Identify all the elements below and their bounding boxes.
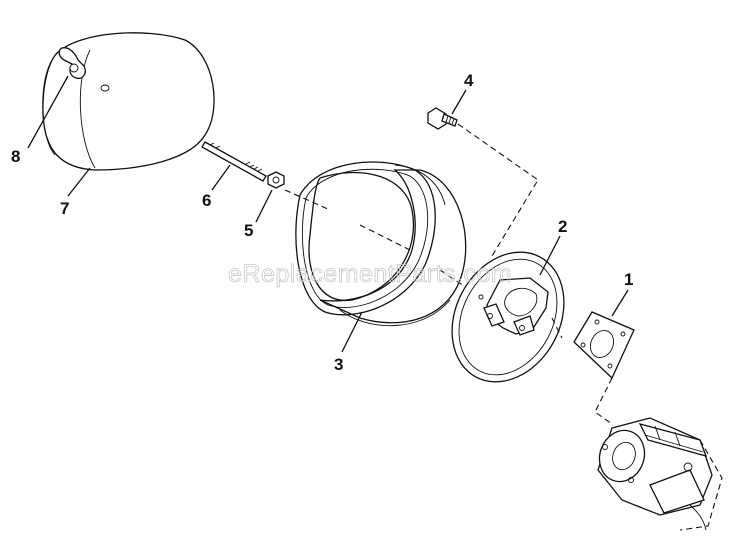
callout-2: 2 (558, 217, 567, 236)
callout-3: 3 (334, 355, 343, 374)
callout-7: 7 (60, 199, 69, 218)
callout-4: 4 (464, 71, 474, 90)
callout-6: 6 (202, 191, 211, 210)
back-plate-icon (451, 251, 565, 383)
carburetor-icon (597, 417, 723, 531)
stud-icon (201, 141, 267, 182)
wing-nut-icon (58, 47, 86, 80)
carburetor-guide-line (551, 317, 613, 425)
bolt-icon (427, 107, 458, 130)
watermark-text: eReplacementParts.com (228, 260, 512, 288)
air-filter-element-icon (295, 161, 467, 327)
bolt-guide-line (457, 123, 539, 257)
air-cleaner-cover-icon (42, 32, 215, 171)
leader-lines (27, 75, 629, 353)
callout-8: 8 (11, 147, 20, 166)
callout-1: 1 (624, 270, 633, 289)
nut-icon (267, 171, 285, 189)
gasket-icon (573, 311, 635, 380)
callout-5: 5 (244, 221, 253, 240)
